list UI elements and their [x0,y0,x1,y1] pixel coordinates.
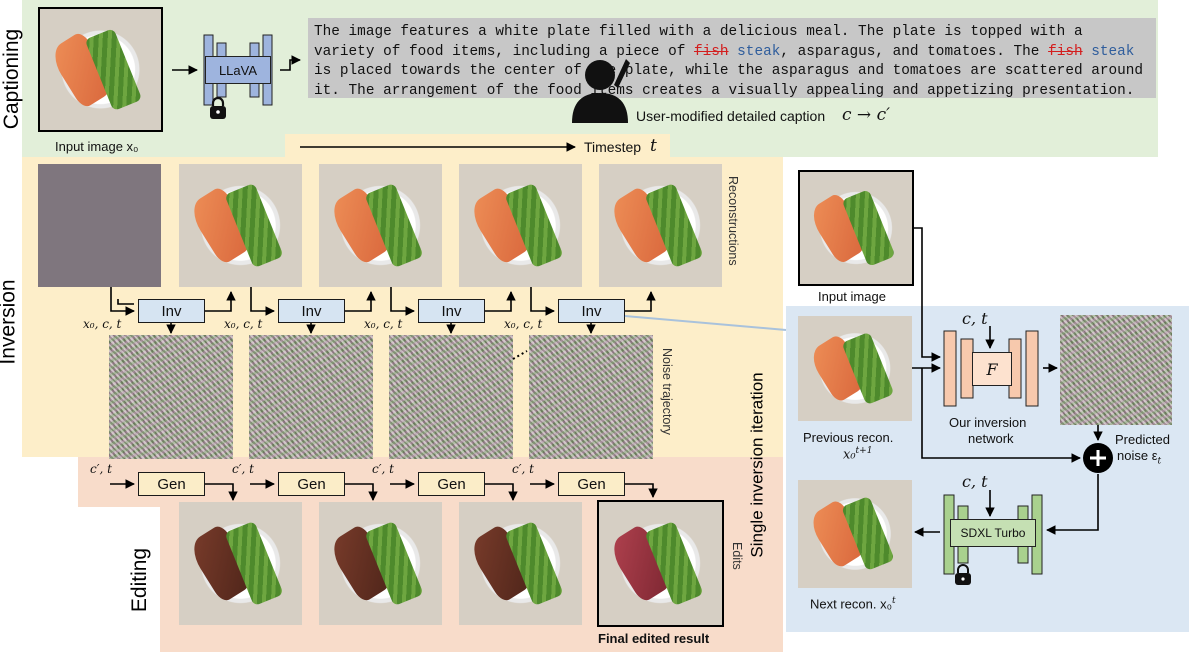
previous-recon-image [798,316,912,421]
edit-1 [179,502,302,625]
caption-added-word-1: steak [737,43,781,60]
predicted-noise-image [1060,315,1172,425]
timestep-label: Timestep [584,139,642,155]
llava-label: LLaVA [205,56,271,84]
inv-block-3: Inv [418,299,485,323]
previous-recon-label: Previous recon. [803,430,894,445]
single-input-image [798,170,914,286]
inv-input-2: x₀, c, t [224,317,263,331]
previous-recon-symbol: x₀t+1 [843,446,873,463]
inv-block-2: Inv [278,299,345,323]
caption-change-symbol: c → c′ [842,105,890,125]
inv-input-1: x₀, c, t [83,317,122,331]
timestep-symbol: t [650,136,657,156]
user-edit-icon [570,55,630,125]
noise-2 [249,335,373,459]
caption-added-word-2: steak [1091,43,1135,60]
reconstruction-4 [599,164,722,287]
gen-block-1: Gen [138,472,205,496]
caption-removed-word-2: fish [1048,43,1083,60]
lock-icon-sdxl [953,564,973,586]
f-block: F [972,352,1012,386]
next-recon-image [798,480,912,588]
inversion-network-icon [943,330,1039,407]
sdxl-label: SDXL Turbo [950,519,1036,547]
input-image-x0 [38,7,163,132]
inversion-panel-top [285,134,670,158]
noise-4 [529,335,653,459]
gen-input-3: c′, t [372,462,394,476]
initial-noise-image [38,164,161,287]
inv-block-4: Inv [558,299,625,323]
edit-3 [459,502,582,625]
user-modified-label: User-modified detailed caption [636,108,826,124]
gen-input-2: c′, t [232,462,254,476]
noise-1 [109,335,233,459]
gen-input-1: c′, t [90,462,112,476]
reconstruction-2 [319,164,442,287]
input-image-label: Input image x₀ [55,139,139,154]
inv-input-4: x₀, c, t [504,317,543,331]
predicted-noise-label-2: noise εt [1117,448,1162,467]
inv-block-1: Inv [138,299,205,323]
caption-text-3: is placed towards the center of the plat… [314,63,1144,99]
gen-block-4: Gen [558,472,625,496]
inv-input-3: x₀, c, t [364,317,403,331]
final-edited-label: Final edited result [598,631,710,646]
reconstruction-3 [459,164,582,287]
detailed-caption: The image features a white plate filled … [308,18,1156,99]
next-recon-label: Next recon. x₀t [810,596,896,612]
edit-2 [319,502,442,625]
gen-input-4: c′, t [512,462,534,476]
llava-model: LLaVA [203,34,273,106]
inversion-network: F [943,327,1043,409]
lock-icon-llava [207,96,229,120]
gen-block-3: Gen [418,472,485,496]
ct-bottom-label: c, t [962,472,988,491]
ct-top-label: c, t [962,309,988,328]
single-input-label: Input image [818,289,886,304]
caption-text-1: The image features a white plate filled … [314,24,1083,60]
network-label-1: Our inversion [949,415,1027,430]
add-operator-icon [1082,442,1114,474]
caption-removed-word-1: fish [693,43,729,60]
reconstruction-1 [179,164,302,287]
predicted-noise-label-1: Predicted [1115,432,1170,447]
caption-text-2: , asparagus, and tomatoes. The [780,43,1049,60]
gen-block-2: Gen [278,472,345,496]
sdxl-turbo-network: SDXL Turbo [943,494,1043,576]
final-edited-image [597,500,724,627]
network-label-2: network [968,431,1014,446]
noise-3 [389,335,513,459]
